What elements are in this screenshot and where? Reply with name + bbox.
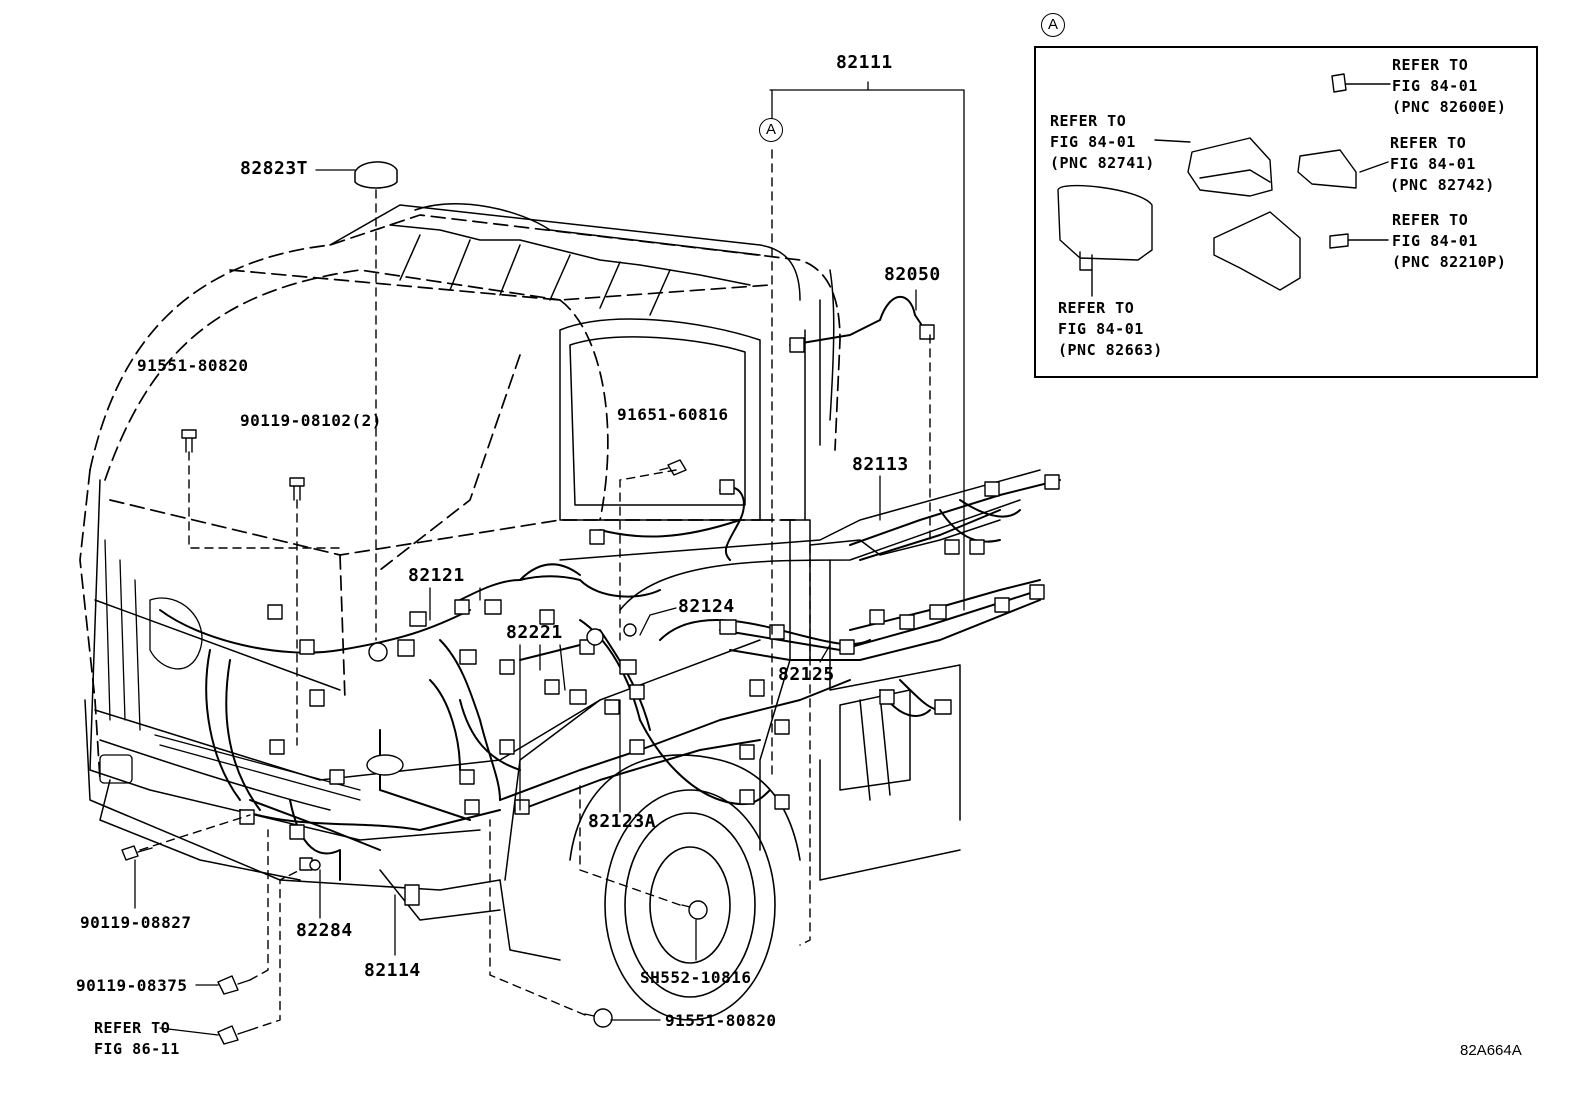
ref-line: REFER TO	[1390, 134, 1467, 152]
ref-line: REFER TO	[1392, 211, 1469, 229]
fasteners	[121, 429, 708, 1045]
label-82114: 82114	[364, 960, 421, 981]
label-82111: 82111	[836, 52, 893, 73]
ref-line: FIG 84-01	[1050, 133, 1136, 151]
ref-line: FIG 84-01	[1392, 232, 1478, 250]
label-82113: 82113	[852, 454, 909, 475]
label-82121: 82121	[408, 565, 465, 586]
ref-line: FIG 84-01	[1390, 155, 1476, 173]
ref-line: (PNC 82741)	[1050, 154, 1155, 172]
ref-line: REFER TO	[1050, 112, 1127, 130]
label-90119-08102: 90119-08102(2)	[240, 411, 382, 430]
harness-connectors	[239, 324, 1060, 906]
inset-ref-82600E: REFER TO FIG 84-01 (PNC 82600E)	[1392, 55, 1506, 118]
label-82221: 82221	[506, 622, 563, 643]
part-82823T-shape	[354, 161, 398, 189]
ref-line: REFER TO	[94, 1019, 171, 1037]
ref-line: (PNC 82742)	[1390, 176, 1495, 194]
inset-ref-82742: REFER TO FIG 84-01 (PNC 82742)	[1390, 133, 1495, 196]
label-leaders	[134, 81, 965, 1036]
label-91651-60816: 91651-60816	[617, 405, 729, 424]
truck-cab-outline	[79, 214, 841, 781]
inset-ref-82663: REFER TO FIG 84-01 (PNC 82663)	[1058, 298, 1163, 361]
label-SH552-10816: SH552-10816	[640, 968, 752, 987]
label-82050: 82050	[884, 264, 941, 285]
inset-ref-82210P: REFER TO FIG 84-01 (PNC 82210P)	[1392, 210, 1506, 273]
label-82284: 82284	[296, 920, 353, 941]
inset-parts	[1057, 73, 1391, 297]
chassis-frame	[559, 269, 1041, 881]
main-harness	[159, 295, 1061, 881]
ref-line: (PNC 82600E)	[1392, 98, 1507, 116]
figure-code: 82A664A	[1460, 1042, 1522, 1059]
label-82823T: 82823T	[240, 158, 309, 179]
inset-a-box	[1034, 46, 1538, 378]
label-90119-08375: 90119-08375	[76, 976, 188, 995]
label-82125: 82125	[778, 664, 835, 685]
inset-ref-82741: REFER TO FIG 84-01 (PNC 82741)	[1050, 111, 1155, 174]
front-grille	[99, 539, 361, 801]
callout-a-marker: A	[759, 118, 783, 142]
label-82124: 82124	[678, 596, 735, 617]
ref-line: REFER TO	[1392, 56, 1469, 74]
label-refer-fig-86-11: REFER TO FIG 86-11	[94, 1018, 180, 1060]
dashed-leaders	[139, 149, 931, 1031]
label-91551-80820-bottom: 91551-80820	[665, 1011, 777, 1030]
ref-line: FIG 84-01	[1058, 320, 1144, 338]
ref-line: FIG 86-11	[94, 1040, 180, 1058]
inset-a-marker: A	[1041, 13, 1065, 37]
label-91551-80820-top: 91551-80820	[137, 356, 249, 375]
ref-line: FIG 84-01	[1392, 77, 1478, 95]
ref-line: (PNC 82663)	[1058, 341, 1163, 359]
ref-line: REFER TO	[1058, 299, 1135, 317]
label-90119-08827: 90119-08827	[80, 913, 192, 932]
label-82123A: 82123A	[588, 811, 657, 832]
ref-line: (PNC 82210P)	[1392, 253, 1507, 271]
